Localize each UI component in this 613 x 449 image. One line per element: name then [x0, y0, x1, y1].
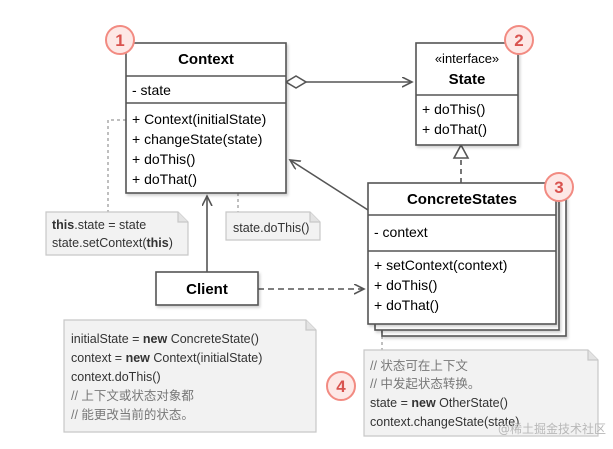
svg-text:2: 2 — [514, 31, 523, 50]
note-state-transition: // 状态可在上下文 // 中发起状态转换。 state = new Other… — [363, 349, 599, 437]
note-client-comment2: // 能更改当前的状态。 — [71, 407, 194, 422]
note-client-comment1: // 上下文或状态对象都 — [71, 388, 194, 403]
state-interface-stereotype: «interface» — [435, 51, 499, 66]
svg-text:3: 3 — [554, 178, 563, 197]
context-method-dothat: + doThat() — [132, 171, 197, 187]
note-do-this-text: state.doThis() — [233, 221, 309, 235]
state-interface-title: State — [449, 71, 486, 88]
note-client-line3: context.doThis() — [71, 370, 161, 384]
note-client-line1: initialState = new ConcreteState() — [71, 332, 259, 346]
note-transition-line2: context.changeState(state) — [370, 415, 519, 429]
badge-4: 4 — [326, 371, 356, 401]
note-context-line2: state.setContext(this) — [52, 236, 173, 250]
association-concrete-context — [290, 160, 369, 211]
concrete-method-setcontext: + setContext(context) — [374, 257, 507, 273]
note-transition-comment2: // 中发起状态转换。 — [370, 376, 480, 391]
concrete-states-title: ConcreteStates — [407, 191, 517, 208]
aggregation-context-state — [284, 75, 412, 89]
client-class-title: Client — [186, 281, 228, 298]
concrete-method-dothat: + doThat() — [374, 297, 439, 313]
context-class-box — [125, 42, 287, 194]
state-interface-box — [415, 42, 519, 146]
concrete-field-context: - context — [374, 224, 428, 240]
realization-concrete-state — [452, 143, 470, 183]
concrete-method-dothis: + doThis() — [374, 277, 437, 293]
badge-3: 3 — [544, 172, 574, 202]
note-do-this: state.doThis() — [225, 211, 321, 241]
state-method-dothis: + doThis() — [422, 101, 485, 117]
note-transition-comment1: // 状态可在上下文 — [370, 358, 468, 373]
svg-text:4: 4 — [336, 377, 346, 396]
context-method-dothis: + doThis() — [132, 151, 195, 167]
context-method-constructor: + Context(initialState) — [132, 111, 266, 127]
badge-2: 2 — [504, 25, 534, 55]
note-context-line1: this.state = state — [52, 218, 146, 232]
note-client-code: initialState = new ConcreteState() conte… — [63, 319, 317, 433]
svg-text:1: 1 — [115, 31, 124, 50]
note-transition-line1: state = new OtherState() — [370, 396, 508, 410]
badge-1: 1 — [105, 25, 135, 55]
context-method-changestate: + changeState(state) — [132, 131, 262, 147]
note-context-constructor: this.state = state state.setContext(this… — [45, 211, 189, 256]
note-client-line2: context = new Context(initialState) — [71, 351, 262, 365]
concrete-states-box — [367, 182, 557, 325]
context-field-state: - state — [132, 82, 171, 98]
client-class-box — [155, 271, 259, 306]
context-class-title: Context — [178, 51, 234, 68]
state-method-dothat: + doThat() — [422, 121, 487, 137]
watermark: @稀土掘金技术社区 — [498, 421, 606, 436]
